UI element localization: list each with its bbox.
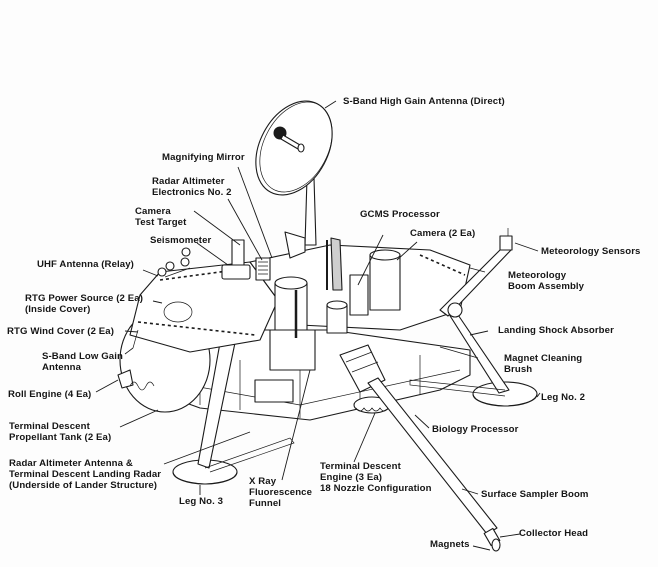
meteorology-boom — [439, 228, 513, 318]
label-camera: Camera (2 Ea) — [410, 228, 476, 239]
label-uhf-antenna: UHF Antenna (Relay) — [37, 259, 134, 270]
roll-engine — [117, 369, 155, 391]
camera-cylinder — [349, 249, 401, 316]
label-collector-head: Collector Head — [519, 528, 589, 539]
label-roll-engine: Roll Engine (4 Ea) — [8, 389, 92, 400]
leader-lines — [95, 100, 541, 551]
label-magnifying-mirror: Magnifying Mirror — [162, 152, 245, 163]
electronics-box — [255, 257, 271, 281]
label-biology-processor: Biology Processor — [432, 424, 519, 435]
label-leg-no-2: Leg No. 2 — [541, 392, 586, 403]
label-gcms-processor: GCMS Processor — [360, 209, 440, 220]
center-cylinder — [269, 276, 316, 371]
label-x-ray-fluorescence-funnel: X Ray Fluorescence Funnel — [249, 476, 313, 509]
label-terminal-descent-engine: Terminal Descent Engine (3 Ea) 18 Nozzle… — [320, 461, 432, 494]
label-camera-test-target: Camera Test Target — [135, 206, 187, 228]
label-magnets: Magnets — [430, 539, 470, 550]
label-meteorology-sensors: Meteorology Sensors — [541, 246, 641, 257]
label-leg-no-3: Leg No. 3 — [179, 496, 224, 507]
label-radar-altimeter-antenna: Radar Altimeter Antenna & Terminal Desce… — [9, 458, 162, 491]
rtg-wind-cover — [129, 261, 279, 353]
label-surface-sampler-boom: Surface Sampler Boom — [481, 489, 589, 500]
label-meteorology-boom-assembly: Meteorology Boom Assembly — [508, 270, 585, 292]
uhf-antenna — [157, 247, 191, 278]
low-gain-antenna — [132, 329, 139, 349]
label-terminal-descent-propellant-tank: Terminal Descent Propellant Tank (2 Ea) — [9, 421, 112, 443]
label-s-band-high-gain-antenna: S-Band High Gain Antenna (Direct) — [343, 96, 505, 107]
label-rtg-power-source: RTG Power Source (2 Ea) (Inside Cover) — [25, 293, 143, 315]
surface-sampler-boom — [367, 377, 501, 552]
label-s-band-low-gain-antenna: S-Band Low Gain Antenna — [42, 351, 123, 373]
label-radar-altimeter-electronics: Radar Altimeter Electronics No. 2 — [152, 176, 232, 198]
label-landing-shock-absorber: Landing Shock Absorber — [498, 325, 614, 336]
label-seismometer: Seismometer — [150, 235, 212, 246]
label-rtg-wind-cover: RTG Wind Cover (2 Ea) — [7, 326, 115, 337]
small-cylinder — [326, 300, 348, 334]
seismometer-box — [221, 239, 251, 280]
high-gain-antenna-dish — [255, 100, 333, 196]
label-magnet-cleaning-brush: Magnet Cleaning Brush — [504, 353, 583, 375]
